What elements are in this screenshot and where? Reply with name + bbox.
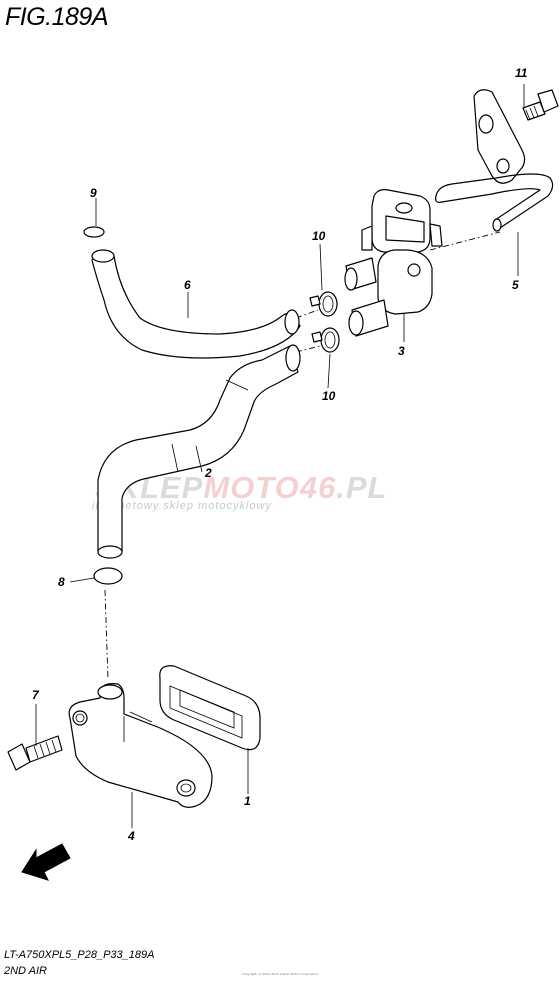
callout-11: 11	[515, 66, 528, 80]
footer-copyright: Copyright (c) 2001-2015 Suzuki Motor Cor…	[241, 972, 318, 976]
watermark-brand-part3: .PL	[336, 470, 388, 505]
callout-3: 3	[398, 344, 405, 358]
leader-10-upper	[319, 243, 323, 291]
leader-10-lower	[327, 353, 331, 389]
hose-6	[91, 249, 301, 359]
fwd-arrow-icon	[21, 843, 71, 881]
figure-title: FIG.189A	[5, 3, 109, 31]
callout-7: 7	[32, 688, 39, 702]
callout-10-upper: 10	[312, 229, 326, 243]
centerline-hose-5	[429, 231, 501, 251]
watermark-tagline: internetowy sklep motocyklowy	[92, 500, 273, 512]
hose-2	[97, 344, 301, 559]
o-ring-8	[93, 567, 123, 585]
footer-model-code: LT-A750XPL5_P28_P33_189A	[4, 949, 155, 961]
reed-valve-cover	[68, 683, 213, 808]
gasket-1	[159, 665, 261, 751]
bracket-assembly	[435, 89, 554, 232]
callout-2: 2	[205, 466, 212, 480]
callout-9: 9	[90, 186, 97, 200]
clamp-upper	[309, 291, 338, 317]
bolt-11	[522, 89, 559, 121]
centerline-clamp-upper	[295, 309, 319, 319]
centerline-clamp-lower	[295, 345, 321, 353]
footer-section-name: 2ND AIR	[4, 965, 47, 977]
bolt-7	[7, 735, 63, 771]
leader-8	[69, 577, 95, 583]
callout-8: 8	[58, 575, 65, 589]
callout-5: 5	[512, 278, 519, 292]
leader-2	[195, 445, 203, 473]
callout-4: 4	[128, 829, 135, 843]
centerline-reed-valve	[104, 589, 109, 681]
clamp-lower	[311, 327, 340, 353]
callout-1: 1	[244, 794, 251, 808]
callout-10-lower: 10	[322, 389, 336, 403]
callout-6: 6	[184, 278, 191, 292]
watermark-brand-part2: MOTO46	[203, 470, 337, 505]
pair-valve-body	[344, 189, 443, 337]
o-ring-9	[83, 226, 105, 238]
